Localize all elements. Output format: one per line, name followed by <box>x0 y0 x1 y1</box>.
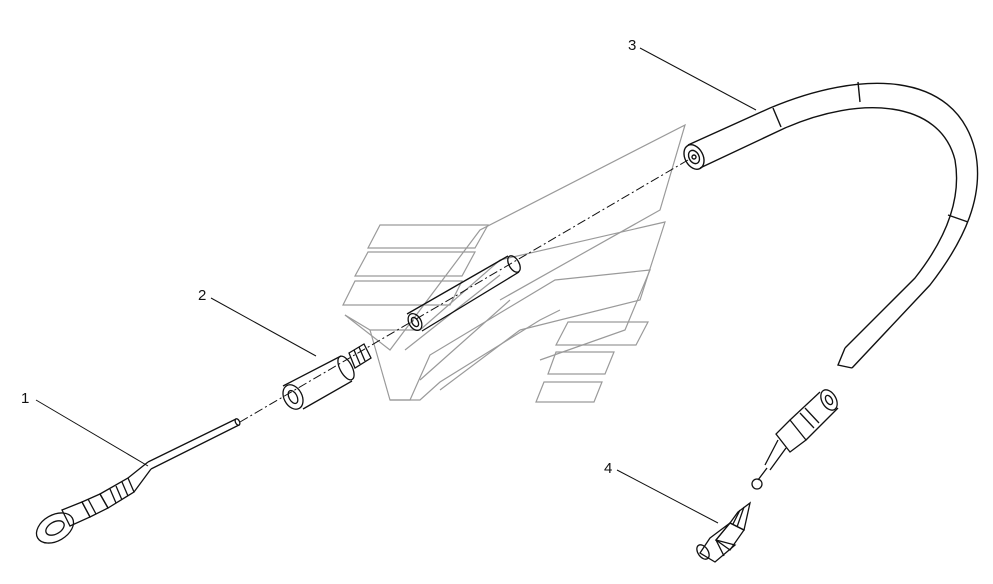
leader-line-4 <box>616 469 719 524</box>
leader-line-2 <box>210 297 317 357</box>
part-4-cable-end-fitting <box>696 389 839 563</box>
part-2-threaded-sleeve <box>282 343 372 410</box>
centerline <box>239 159 689 423</box>
leader-lines <box>35 47 757 524</box>
leader-line-1 <box>35 399 149 467</box>
leader-line-3 <box>639 47 757 111</box>
callout-2: 2 <box>198 287 206 304</box>
callout-1: 1 <box>21 390 29 407</box>
watermark-logo <box>342 123 686 403</box>
part-1-control-rod <box>35 418 241 544</box>
part-3-cable-sheath <box>683 81 979 369</box>
callout-3: 3 <box>628 37 636 54</box>
inner-tube-segment <box>406 255 521 332</box>
callout-4: 4 <box>604 460 612 477</box>
